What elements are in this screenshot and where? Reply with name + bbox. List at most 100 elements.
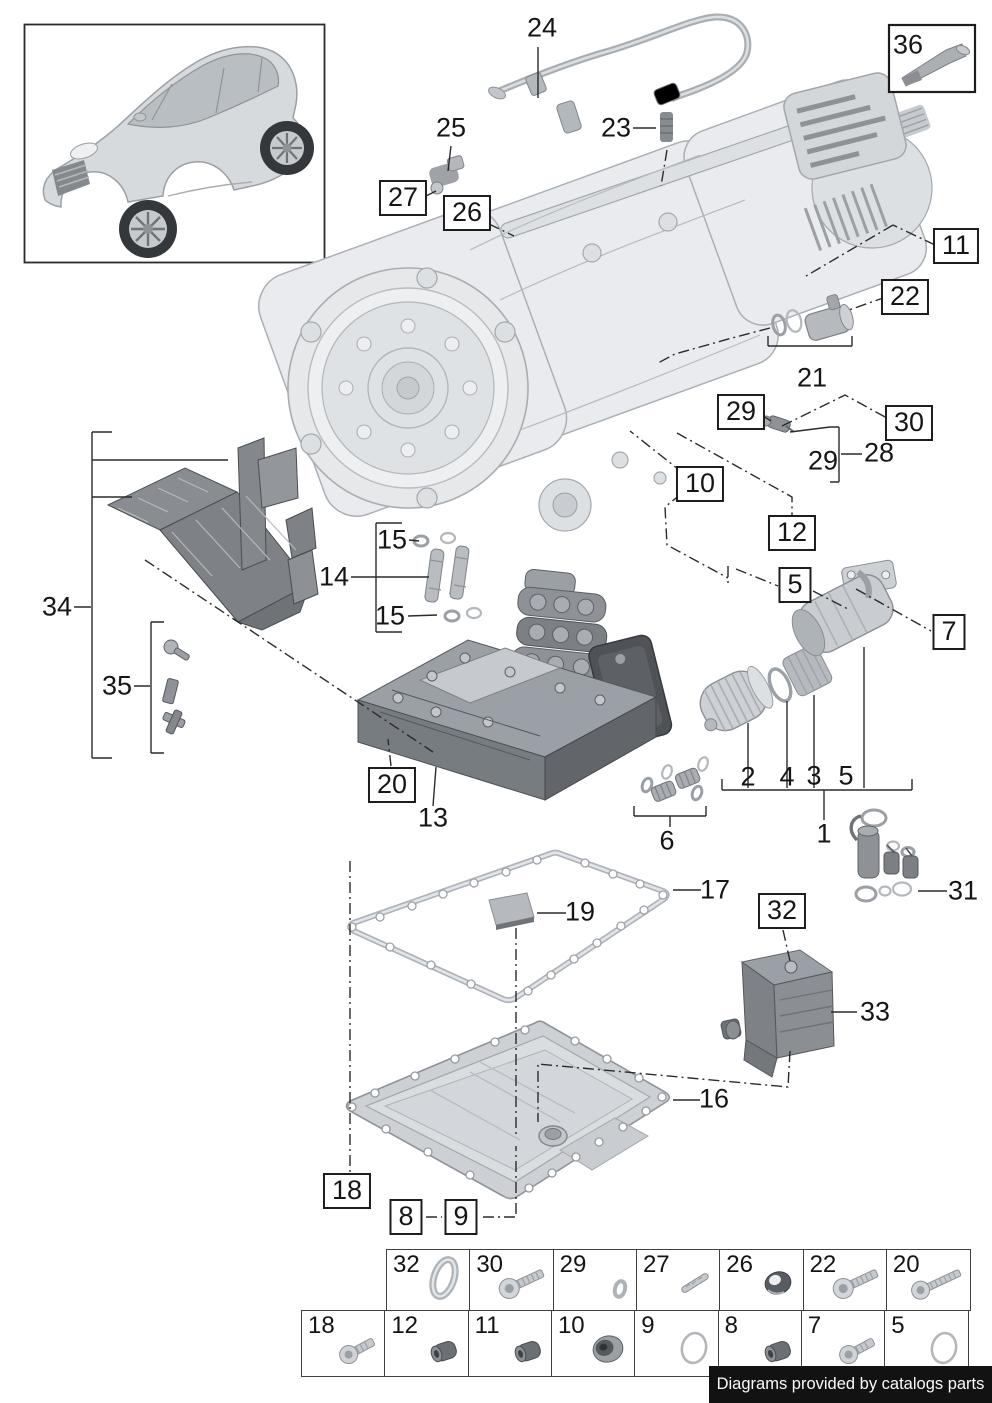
- valve-body-13: [356, 569, 673, 801]
- screw-short-icon: [833, 1329, 881, 1374]
- front-wheel: [119, 200, 177, 258]
- callout-34: 34: [41, 591, 73, 622]
- pan-gasket-17: [347, 849, 670, 1004]
- callout-21: 21: [796, 362, 828, 393]
- filter-element-3: [782, 644, 833, 697]
- callout-17: 17: [699, 874, 731, 905]
- screw-long-icon: [906, 1261, 966, 1308]
- fastener-number: 18: [308, 1312, 335, 1339]
- connector-sleeve-22: [804, 294, 854, 341]
- fastener-number: 30: [476, 1251, 504, 1278]
- fastener-number: 12: [391, 1312, 419, 1339]
- callout-30-boxed: 30: [884, 405, 934, 441]
- callout-14: 14: [318, 561, 350, 592]
- fastener-number: 22: [809, 1251, 837, 1278]
- footer-credit-bar: Diagrams provided by catalogs parts: [709, 1366, 992, 1403]
- fastener-number: 26: [726, 1251, 753, 1278]
- fastener-number: 29: [559, 1251, 587, 1278]
- callout-5-boxed: 5: [778, 567, 812, 603]
- callout-23: 23: [600, 112, 632, 143]
- fastener-table-row-1: 32 30 29 27 26 22 20: [386, 1249, 971, 1311]
- callout-8-boxed: 8: [389, 1199, 423, 1235]
- callout-33: 33: [859, 996, 891, 1027]
- connector-cover: [783, 72, 907, 180]
- callout-1: 1: [816, 818, 832, 849]
- pin-icon: [672, 1263, 716, 1308]
- oil-pan-16: [345, 1020, 671, 1200]
- oil-filter-assembly: [699, 559, 897, 732]
- callout-24: 24: [526, 12, 558, 43]
- fittings-6: [640, 756, 709, 802]
- callout-19: 19: [564, 896, 596, 927]
- car-illustration: [42, 46, 314, 258]
- callout-29: 29: [807, 445, 839, 476]
- fastener-number: 5: [891, 1312, 905, 1339]
- screw-short-icon: [333, 1329, 381, 1374]
- leader-lines: [74, 47, 947, 1218]
- harness-bracket-34: [106, 437, 319, 631]
- magnet-19: [488, 892, 535, 930]
- callout-10-boxed: 10: [675, 466, 725, 502]
- fastener-number: 9: [641, 1312, 655, 1339]
- fastener-cell-10: 10: [550, 1310, 636, 1377]
- cooler-fins: [803, 183, 888, 251]
- plug-icon: [758, 1333, 798, 1374]
- fastener-cell-9: 9: [634, 1310, 720, 1377]
- fastener-cell-29: 29: [552, 1249, 638, 1311]
- callout-26-boxed: 26: [442, 195, 492, 231]
- screw-icon: [827, 1261, 883, 1308]
- callout-11-boxed: 11: [932, 228, 980, 264]
- seal-ring-icon: [757, 1263, 799, 1308]
- oring-thin-icon: [924, 1327, 964, 1374]
- callout-6: 6: [659, 825, 675, 856]
- callout-31: 31: [947, 875, 979, 906]
- plug-large-icon: [585, 1329, 631, 1374]
- transmission-assembly: [258, 72, 933, 532]
- fastener-number: 32: [393, 1251, 420, 1278]
- plug-orings-21: [771, 294, 854, 341]
- callout-5: 5: [838, 760, 854, 791]
- plug-icon: [424, 1333, 464, 1374]
- fastener-cell-22: 22: [802, 1249, 888, 1311]
- filter-housing-7: [791, 559, 897, 657]
- fastener-cell-8: 8: [717, 1310, 803, 1377]
- callout-25: 25: [435, 112, 467, 143]
- callout-20-boxed: 20: [367, 767, 417, 803]
- callout-28: 28: [863, 437, 895, 468]
- callout-18-boxed: 18: [322, 1173, 372, 1209]
- fastener-cell-30: 30: [469, 1249, 555, 1311]
- oring-small-icon: [607, 1275, 633, 1308]
- vehicle-thumbnail-box: [23, 23, 326, 264]
- screw-icon: [493, 1261, 549, 1308]
- bracket-fasteners-35: [162, 639, 190, 735]
- oring-thin-icon: [674, 1327, 714, 1374]
- callout-29-boxed: 29: [716, 394, 766, 430]
- callout-15: 15: [376, 524, 408, 555]
- speed-sensor-25: [429, 155, 465, 195]
- callout-4: 4: [779, 761, 795, 792]
- oil-tubes-14: [412, 531, 483, 623]
- callout-16: 16: [698, 1083, 730, 1114]
- callout-9-boxed: 9: [444, 1199, 478, 1235]
- callout-3: 3: [806, 760, 822, 791]
- fastener-number: 20: [892, 1251, 920, 1278]
- fastener-number: 27: [642, 1251, 670, 1278]
- fastener-cell-27: 27: [635, 1249, 721, 1311]
- bell-housing: [287, 267, 529, 509]
- footer-credit-text: Diagrams provided by catalogs parts: [716, 1375, 985, 1393]
- callout-12-boxed: 12: [767, 515, 817, 551]
- fastener-number: 11: [474, 1312, 500, 1339]
- fastener-cell-26: 26: [719, 1249, 805, 1311]
- callout-13: 13: [417, 802, 449, 833]
- callout-7-boxed: 7: [932, 614, 966, 650]
- fastener-cell-18: 18: [301, 1310, 386, 1377]
- grease-tube-box-36: [887, 23, 977, 94]
- oring-large-icon: [422, 1253, 466, 1308]
- callout-15: 15: [374, 600, 406, 631]
- callout-32-boxed: 32: [757, 893, 807, 929]
- fastener-number: 7: [807, 1312, 822, 1339]
- callout-22-boxed: 22: [880, 279, 930, 315]
- callout-2: 2: [740, 761, 756, 792]
